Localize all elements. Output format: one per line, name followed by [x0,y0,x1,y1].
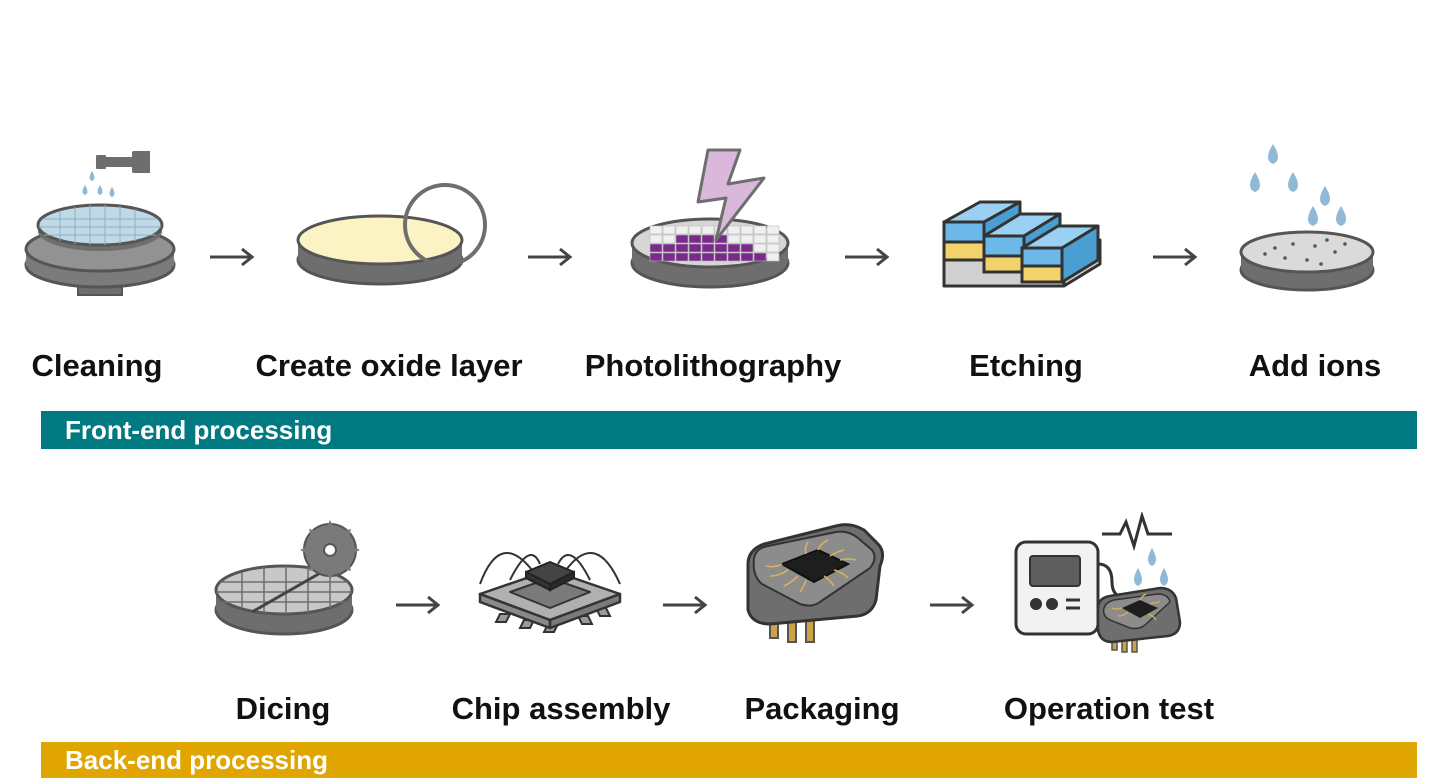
arrow-icon [1153,247,1198,267]
step-label-dicing: Dicing [235,691,331,726]
wafer-cleaning-icon [24,151,176,296]
chip-package-icon [746,523,885,643]
step-label-operation-test: Operation test [1003,691,1215,726]
step-label-packaging: Packaging [744,691,900,726]
dicing-saw-icon [214,520,360,636]
arrow-icon [396,595,441,615]
step-label-create-oxide-layer: Create oxide layer [255,348,523,383]
photolithography-icon [630,148,790,289]
arrow-icon [663,595,708,615]
arrow-icon [528,247,573,267]
step-label-chip-assembly: Chip assembly [451,691,671,726]
step-label-photolithography: Photolithography [584,348,842,383]
arrow-icon [930,595,975,615]
oxide-layer-icon [296,183,487,286]
etching-icon [942,200,1102,288]
back-end-band-label: Back-end processing [65,744,328,775]
arrow-icon [210,247,255,267]
step-label-cleaning: Cleaning [31,348,163,383]
ion-implant-icon [1239,144,1375,292]
front-end-band: Front-end processing [41,411,1417,449]
front-end-band-label: Front-end processing [65,414,333,445]
back-end-band: Back-end processing [41,742,1417,778]
arrow-icon [845,247,890,267]
operation-test-icon [1014,512,1182,653]
step-label-add-ions: Add ions [1248,348,1382,383]
step-label-etching: Etching [969,348,1083,383]
chip-assembly-icon [478,552,622,633]
